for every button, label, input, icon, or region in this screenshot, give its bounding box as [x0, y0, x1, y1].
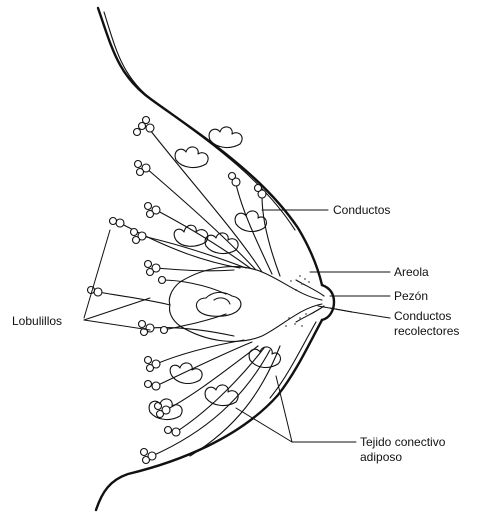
- lobules: [88, 117, 267, 464]
- label-conductos-recolectores-1: Conductos: [394, 309, 451, 323]
- label-pezon: Pezón: [394, 289, 428, 303]
- label-lobulillos: Lobulillos: [12, 314, 62, 328]
- label-tejido-1: Tejido conectivo: [360, 435, 446, 449]
- label-tejido-2: adiposo: [360, 450, 402, 464]
- skin-outline: [96, 8, 322, 510]
- nipple: [285, 275, 334, 327]
- label-conductos: Conductos: [333, 203, 390, 217]
- label-areola: Areola: [394, 265, 429, 279]
- leader-lines: [84, 210, 390, 442]
- adipose-tissue: [149, 127, 280, 420]
- lactiferous-sinus: [169, 267, 322, 342]
- label-conductos-recolectores-2: recolectores: [394, 324, 459, 338]
